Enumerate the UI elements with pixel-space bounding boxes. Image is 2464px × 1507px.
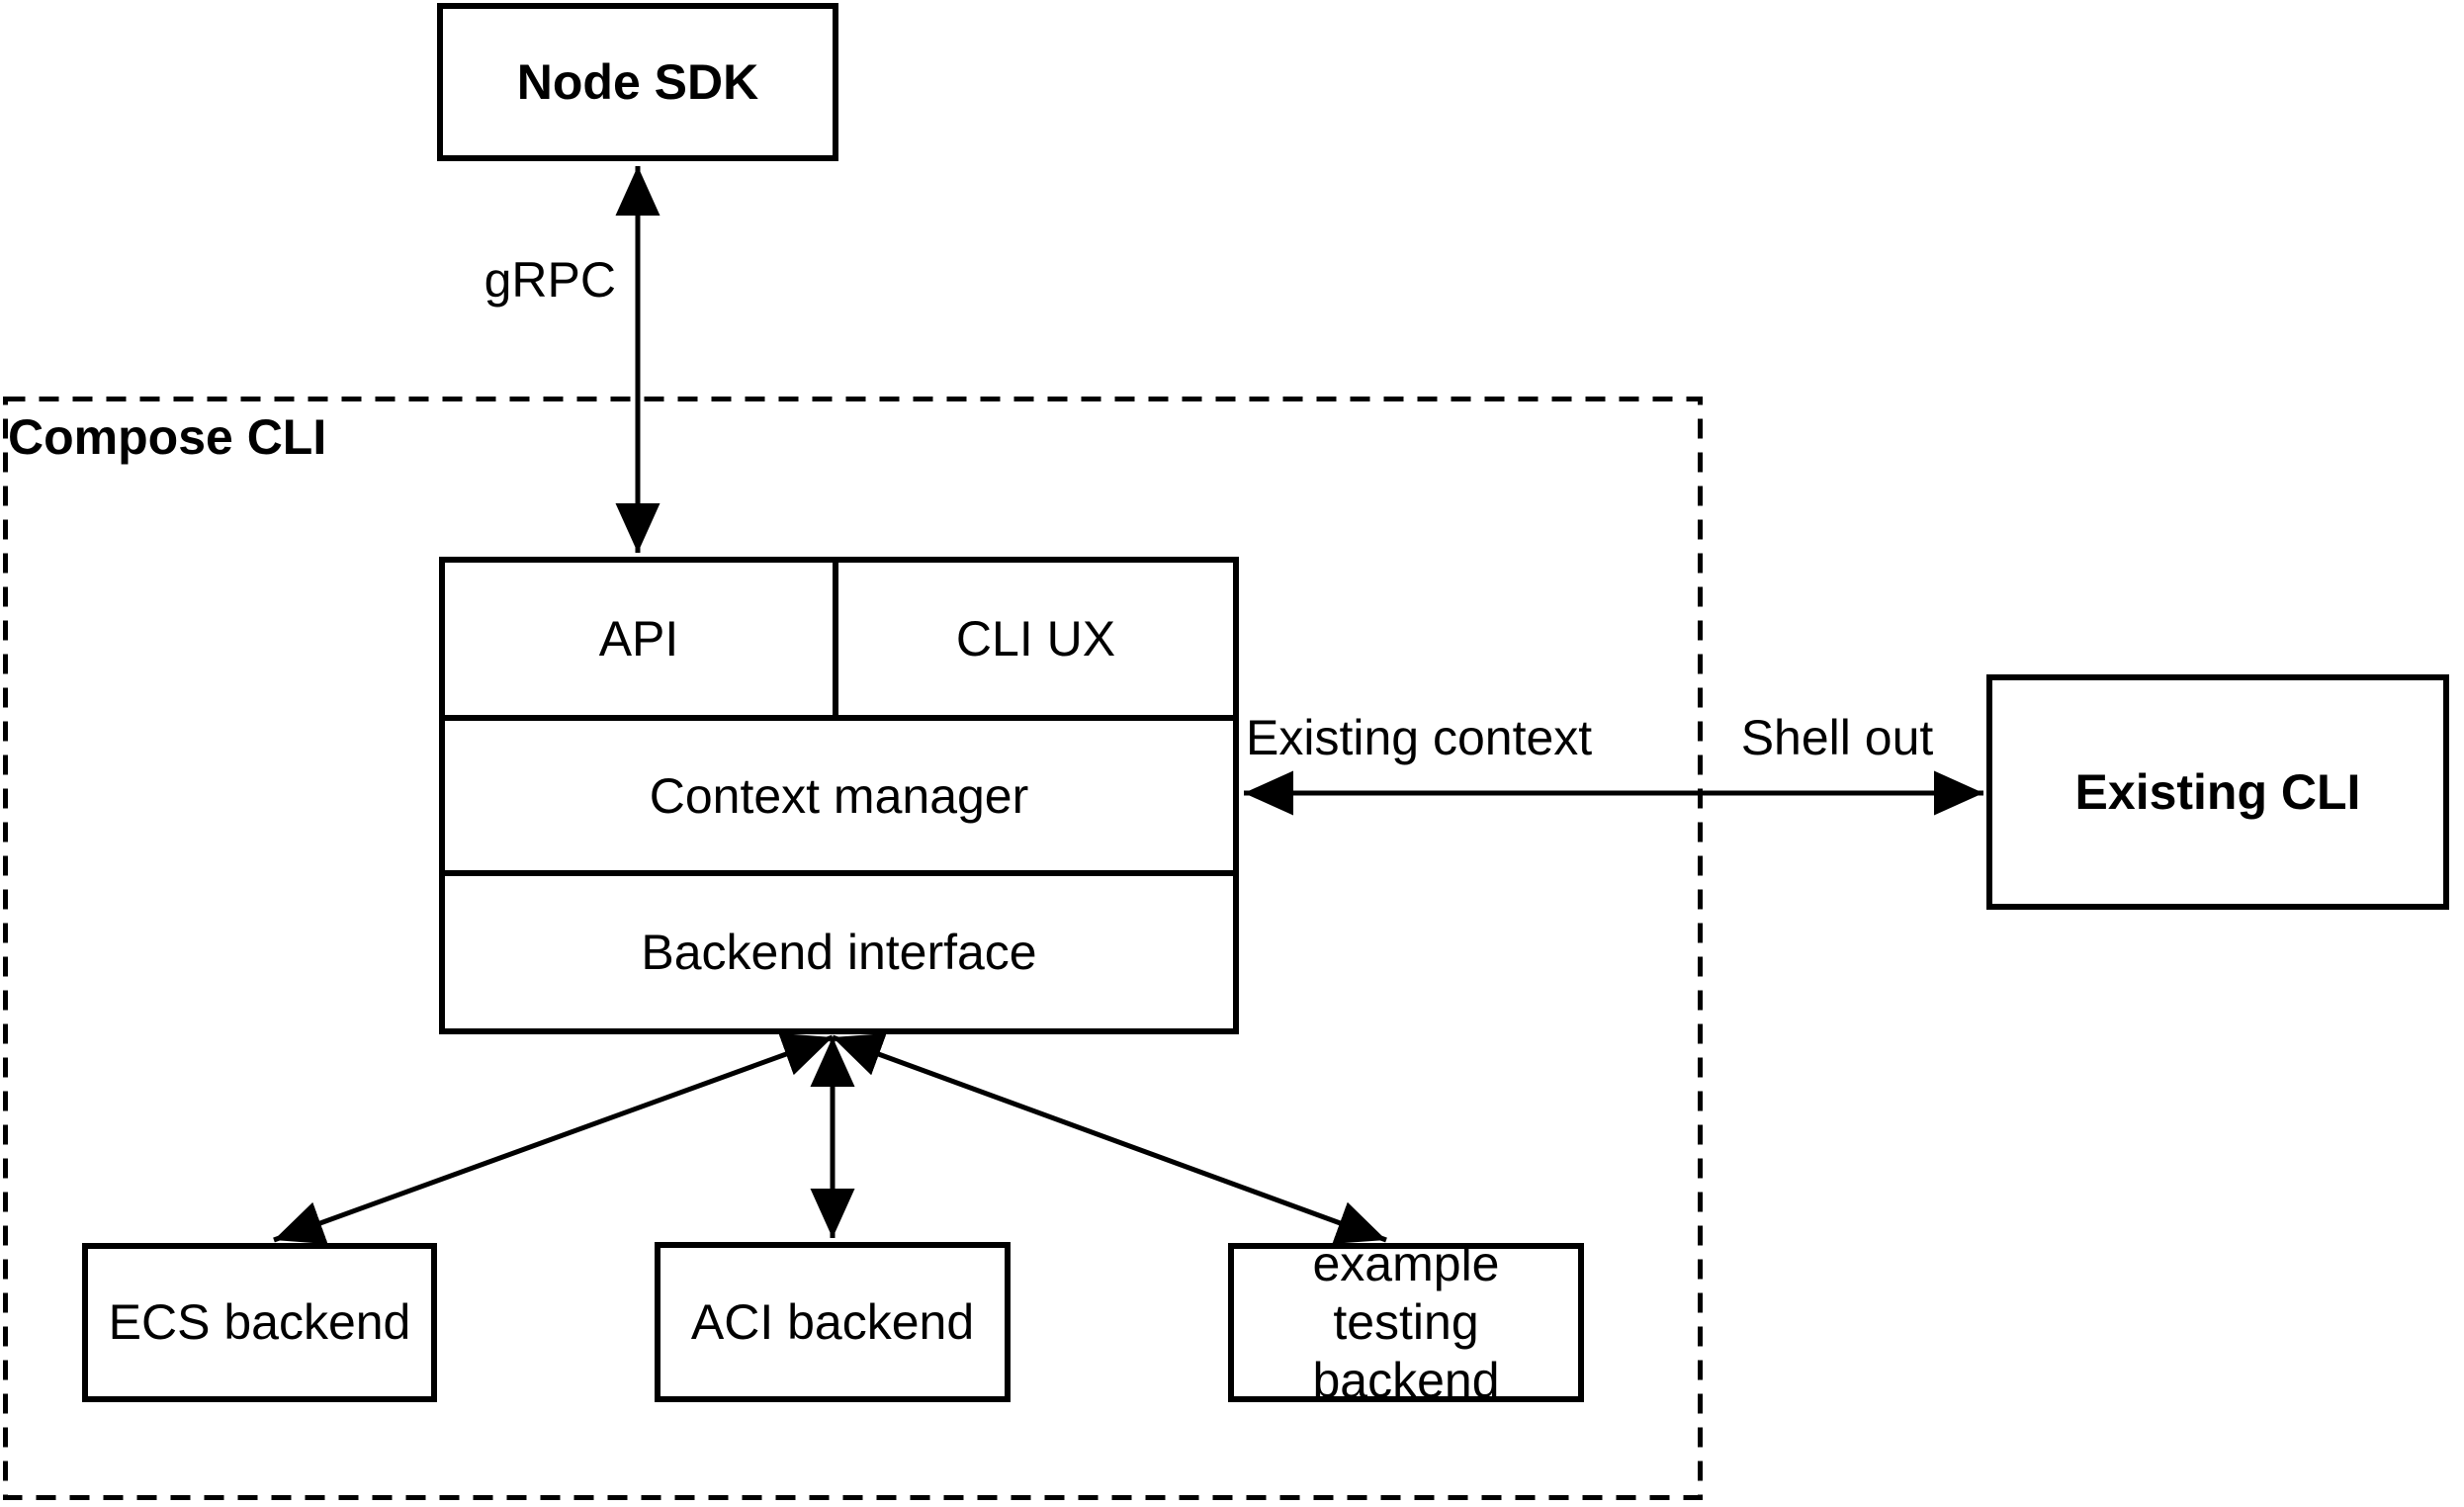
compose-cli-stack: API CLI UX Context manager Backend inter… bbox=[439, 557, 1239, 1034]
context-manager-cell: Context manager bbox=[445, 715, 1233, 870]
backend-ecs-arrow bbox=[273, 1032, 834, 1245]
backend-example-arrow bbox=[832, 1033, 1387, 1244]
example-testing-backend-label: example testing backend bbox=[1312, 1236, 1500, 1408]
existing-cli-label: Existing CLI bbox=[2074, 763, 2361, 820]
ecs-backend-box: ECS backend bbox=[82, 1243, 437, 1402]
compose-cli-container-label: Compose CLI bbox=[8, 409, 327, 465]
cli-ux-cell: CLI UX bbox=[833, 563, 1233, 715]
example-testing-backend-box: example testing backend bbox=[1228, 1236, 1584, 1408]
api-cell: API bbox=[445, 563, 833, 715]
aci-backend-box: ACI backend bbox=[655, 1242, 1011, 1402]
context-manager-label: Context manager bbox=[649, 767, 1029, 824]
cli-ux-label: CLI UX bbox=[955, 611, 1116, 666]
backend-interface-cell: Backend interface bbox=[445, 870, 1233, 1028]
api-label: API bbox=[598, 611, 679, 666]
node-sdk-label: Node SDK bbox=[516, 53, 759, 110]
stack-top-row: API CLI UX bbox=[445, 563, 1233, 715]
shell-out-edge-label: Shell out bbox=[1740, 710, 1934, 765]
aci-backend-label: ACI backend bbox=[690, 1293, 975, 1350]
backend-interface-label: Backend interface bbox=[641, 925, 1037, 980]
node-sdk-box: Node SDK bbox=[437, 3, 838, 161]
existing-cli-box: Existing CLI bbox=[1986, 674, 2449, 910]
existing-context-edge-label: Existing context bbox=[1246, 710, 1593, 765]
grpc-edge-label: gRPC bbox=[484, 252, 616, 308]
ecs-backend-label: ECS backend bbox=[108, 1294, 411, 1350]
